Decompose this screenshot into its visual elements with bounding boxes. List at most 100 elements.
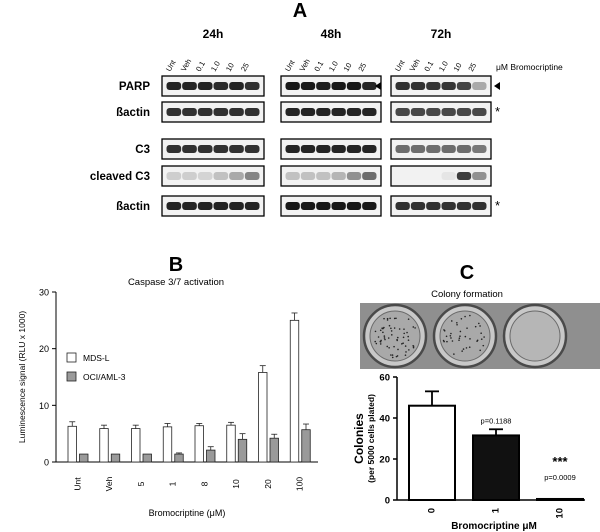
blot-band [285,108,300,116]
colony-dish-image [360,303,600,369]
lane-label: Unt [164,58,178,73]
blot-band [395,82,410,90]
colony-dot [449,334,452,337]
x-tick-label: 10 [231,479,241,489]
colony-dot [383,326,385,329]
colony-dot [483,336,485,338]
colony-dot [479,349,481,352]
blot-band [346,145,362,153]
blot-band [472,202,487,210]
colony-dot [379,341,382,343]
blot-row-label: cleaved C3 [90,171,150,183]
bar-oci-aml-3 [269,437,279,463]
blot-band [300,82,316,90]
lane-label: Veh [408,57,422,73]
y-tick-label: 10 [39,401,49,411]
x-tick-label: 8 [199,481,209,486]
blot-box [161,138,265,160]
colony-dot [383,317,385,320]
blot-band [213,145,229,153]
colony-dot [480,338,483,340]
y-tick-label: 0 [44,458,49,468]
arrowhead-marker [494,82,500,90]
colony-dot [390,354,392,356]
colony-dot [464,335,467,338]
blot-band [316,172,331,180]
bar-mds-l [194,425,204,463]
blot-band [182,108,197,116]
dish-interior [369,310,421,362]
colony-dot [408,349,410,351]
colony-dot [391,356,394,359]
blot-band [441,202,456,210]
y-axis-label: Luminescence signal (RLU x 1000) [17,311,27,443]
timepoint-label: 48h [321,27,342,41]
blot-band [229,145,244,153]
blot-band [197,145,213,153]
colony-dot [375,342,378,345]
bar-colonies [472,434,520,501]
blot-band [410,202,426,210]
blot-band [229,172,244,180]
colony-dot [395,317,397,320]
colony-dot [407,318,410,320]
panel-b-title: Caspase 3/7 activation [128,277,224,288]
colony-dot [414,327,416,329]
colony-dot [464,315,466,318]
colony-dot [482,344,485,347]
colony-dot [402,336,405,339]
colony-dot [412,346,415,349]
blot-box [161,75,265,97]
blot-band [182,145,197,153]
colony-dot [443,329,445,331]
colony-dot [469,314,471,317]
lane-label: 1.0 [437,59,450,73]
colony-dot [402,342,404,345]
colony-dot [453,353,455,355]
blot-band [395,108,410,116]
colony-dot [393,345,395,348]
blot-band [346,82,362,90]
colony-dot [393,317,396,320]
blot-band [426,202,441,210]
colony-dot [384,338,386,341]
blot-box [390,138,492,160]
blot-box [390,75,492,97]
panel-c-letter: C [460,262,474,284]
blot-band [362,82,377,90]
y-tick-label: 60 [379,373,390,384]
blot-band [244,82,260,90]
colony-dot [404,354,407,356]
blot-band [346,108,362,116]
blot-band [456,82,472,90]
colony-dot [469,338,471,340]
colony-dot [412,345,415,347]
blot-box [280,165,382,187]
p-value-label: p=0.0009 [544,473,576,482]
colony-dot [460,317,463,320]
colony-dot [456,321,458,324]
x-tick-label: Unt [72,477,82,491]
blot-band [346,172,362,180]
blot-band [331,172,346,180]
blot-band [244,172,260,180]
colony-dot [404,345,407,347]
colony-dot [478,322,480,325]
bar-mds-l [289,319,300,463]
blot-band [285,82,300,90]
colony-dot [412,326,415,328]
lane-label: Unt [393,58,407,73]
asterisk-marker: * [495,198,500,213]
blot-band [331,82,346,90]
blot-band [316,108,331,116]
colony-dot [391,354,394,356]
blot-box [161,101,265,123]
panel-c-title: Colony formation [431,289,503,300]
blot-band [182,202,197,210]
blot-band [395,145,410,153]
blot-band [472,172,487,180]
bar-colonies [536,497,584,502]
blot-band [166,108,182,116]
